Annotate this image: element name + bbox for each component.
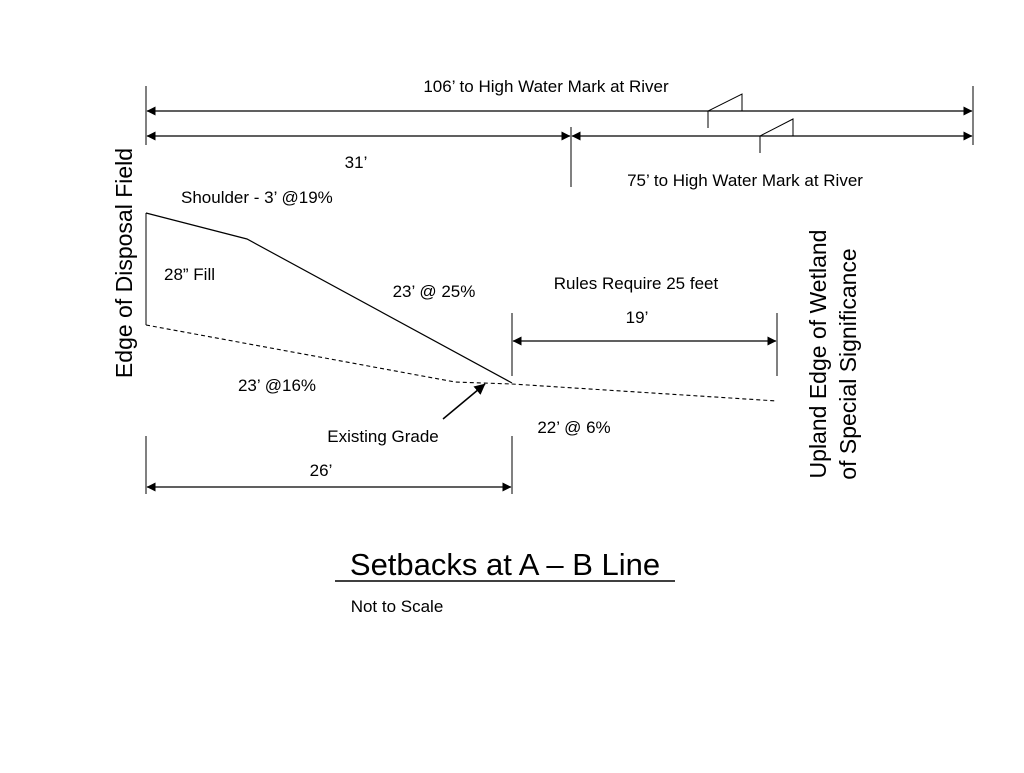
label-edge-of-disposal-field: Edge of Disposal Field (111, 148, 137, 378)
label-shoulder: Shoulder - 3’ @19% (181, 188, 333, 207)
label-existing-grade: Existing Grade (327, 427, 439, 446)
label-75-to-high-water: 75’ to High Water Mark at River (627, 171, 863, 190)
label-fill: 28” Fill (164, 265, 215, 284)
label-wetland-line-2: of Special Significance (835, 248, 861, 479)
label-26: 26’ (310, 461, 333, 480)
label-rules-require: Rules Require 25 feet (554, 274, 719, 293)
break-symbol-106 (707, 93, 743, 128)
label-31: 31’ (345, 153, 368, 172)
diagram-subtitle: Not to Scale (351, 597, 444, 616)
label-106-to-high-water: 106’ to High Water Mark at River (423, 77, 669, 96)
diagram-title: Setbacks at A – B Line (350, 547, 660, 582)
existing-grade-pointer (442, 383, 486, 420)
label-19: 19’ (626, 308, 649, 327)
break-symbol-75 (759, 118, 794, 153)
label-slope-6: 22’ @ 6% (537, 418, 610, 437)
existing-grade-line (145, 324, 778, 402)
label-slope-25: 23’ @ 25% (393, 282, 476, 301)
label-wetland-line-1: Upland Edge of Wetland (805, 230, 831, 479)
fill-surface-profile (145, 212, 513, 384)
label-slope-16: 23’ @16% (238, 376, 316, 395)
